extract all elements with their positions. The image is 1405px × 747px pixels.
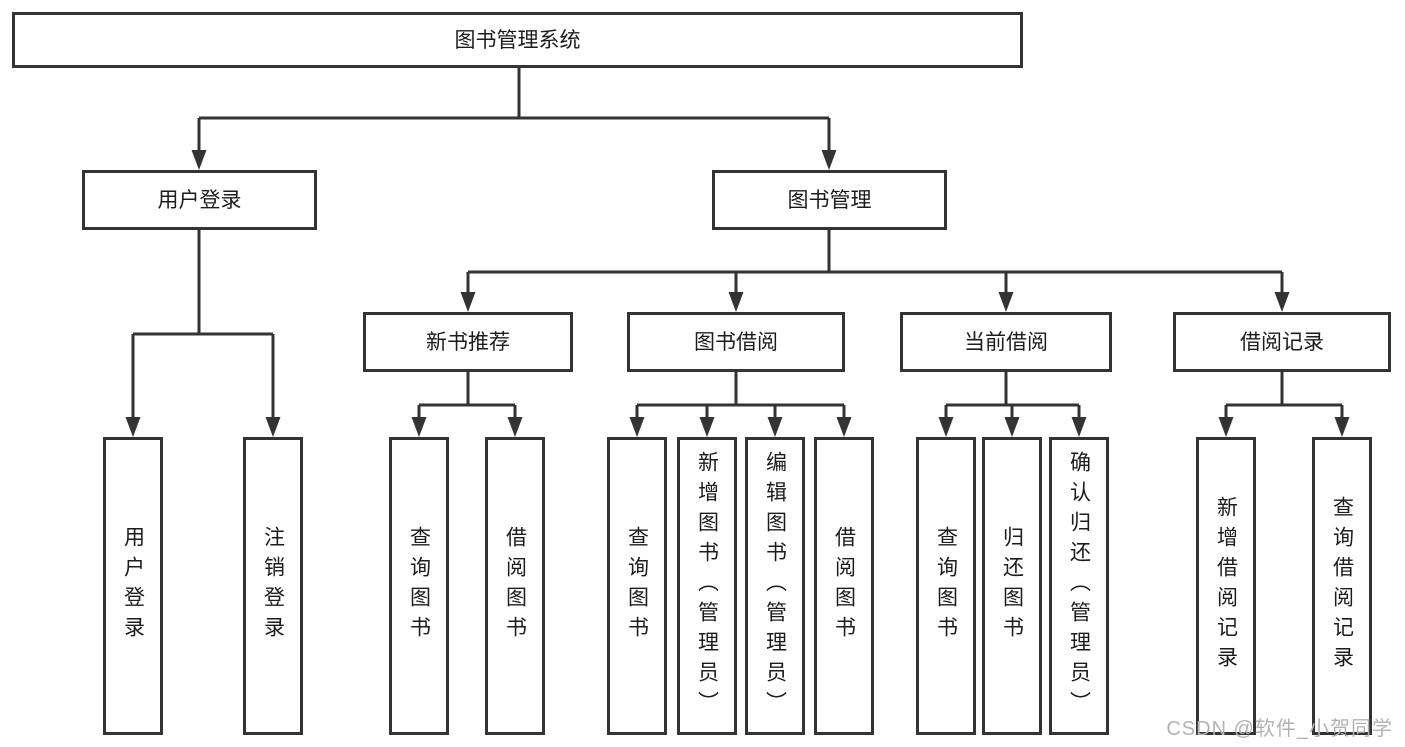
node-label: 图书借阅 xyxy=(694,330,778,354)
node-label: 借阅图书 xyxy=(503,526,527,646)
leaf-edit-books-admin: 编辑图书（管理员） xyxy=(745,437,805,735)
node-label: 用户登录 xyxy=(157,188,242,212)
node-borrowing-records: 借阅记录 xyxy=(1173,312,1391,372)
arrowheads xyxy=(125,150,1350,437)
node-label: 新增借阅记录 xyxy=(1214,496,1238,676)
node-label: 查询借阅记录 xyxy=(1330,496,1354,676)
leaf-query-borrow-record: 查询借阅记录 xyxy=(1312,437,1372,735)
node-new-book-recommendation: 新书推荐 xyxy=(363,312,573,372)
leaf-add-books-admin: 新增图书（管理员） xyxy=(677,437,737,735)
node-book-management: 图书管理 xyxy=(712,170,947,230)
node-label: 新增图书（管理员） xyxy=(695,451,719,721)
node-label: 查询图书 xyxy=(625,526,649,646)
node-user-login: 用户登录 xyxy=(82,170,317,230)
csdn-watermark: CSDN @软件_小贺同学 xyxy=(1166,718,1393,740)
node-book-borrowing: 图书借阅 xyxy=(627,312,845,372)
node-label: 查询图书 xyxy=(934,526,958,646)
node-label: 用户登录 xyxy=(121,526,145,646)
leaf-query-books-current: 查询图书 xyxy=(916,437,976,735)
node-label: 归还图书 xyxy=(1000,526,1024,646)
leaf-return-books: 归还图书 xyxy=(982,437,1042,735)
node-label: 确认归还（管理员） xyxy=(1067,451,1091,721)
node-label: 借阅图书 xyxy=(832,526,856,646)
leaf-borrow-books-recommend: 借阅图书 xyxy=(485,437,545,735)
leaf-query-books-recommend: 查询图书 xyxy=(389,437,449,735)
leaf-add-borrow-record: 新增借阅记录 xyxy=(1196,437,1256,735)
leaf-borrow-books-borrowing: 借阅图书 xyxy=(814,437,874,735)
node-label: 新书推荐 xyxy=(426,330,510,354)
node-label: 图书管理 xyxy=(787,188,872,212)
node-current-borrowing: 当前借阅 xyxy=(900,312,1112,372)
leaf-user-login: 用户登录 xyxy=(103,437,163,735)
node-label: 借阅记录 xyxy=(1240,330,1324,354)
leaf-logout-login: 注销登录 xyxy=(243,437,303,735)
node-label: 图书管理系统 xyxy=(454,28,581,52)
node-label: 查询图书 xyxy=(407,526,431,646)
leaf-confirm-return-admin: 确认归还（管理员） xyxy=(1049,437,1109,735)
leaf-query-books-borrowing: 查询图书 xyxy=(607,437,667,735)
connector-segments xyxy=(131,68,1344,420)
node-label: 注销登录 xyxy=(261,526,285,646)
node-label: 编辑图书（管理员） xyxy=(763,451,787,721)
node-label: 当前借阅 xyxy=(964,330,1048,354)
node-library-management-system: 图书管理系统 xyxy=(12,12,1023,68)
